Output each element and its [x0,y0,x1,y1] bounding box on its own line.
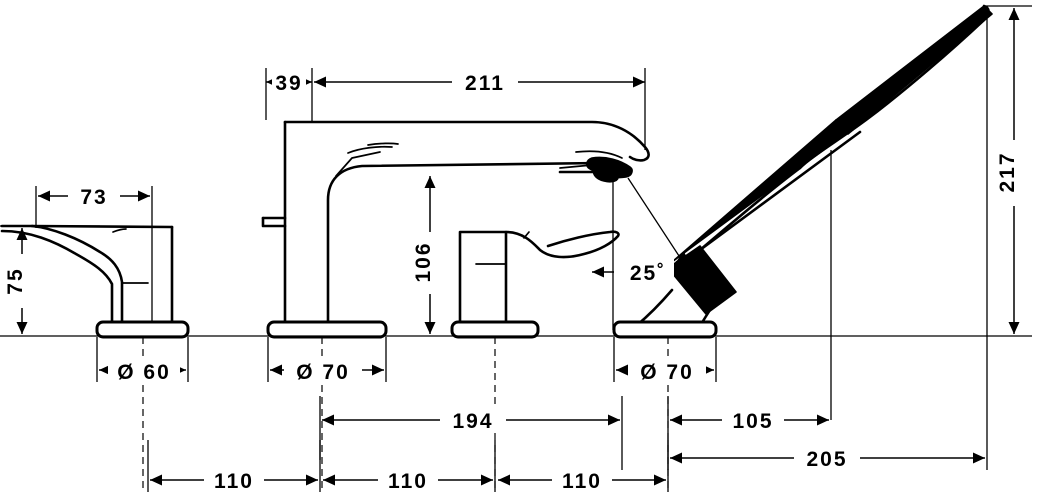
dimension-73: 73 [35,184,153,322]
lever-handle-profile [458,230,620,330]
escutcheon-spout [266,320,388,339]
dimension-194: 194 [319,396,623,470]
handshower-handle-shaft [671,119,849,263]
dimension-75: 75 [4,228,34,334]
dimension-dia-60: Ø 60 [96,337,189,384]
dimlabel-110-b: 110 [388,470,428,493]
dimension-217: 217 [996,8,1028,334]
dimlabel-106: 106 [412,241,435,282]
main-spout-side-tab-lower [261,216,287,228]
lever-handle-geometry [450,230,620,493]
main-spout-highlight-2 [367,142,399,146]
dimtext-211-bg [452,69,518,94]
dimtext-205-bg [794,445,860,470]
dimlabel-60: Ø 60 [117,361,171,384]
escutcheon-shower [612,320,718,339]
main-spout-outer-top [283,120,650,162]
main-spout-geometry [261,120,650,493]
dimtext-60-bg [108,356,180,382]
handshower-head-face [798,4,990,170]
dimlabel-211: 211 [465,72,505,95]
side-spout-highlight [112,228,127,233]
dimension-dia-70-center: Ø 70 [267,337,387,384]
dimlabel-25: 25˚ [630,262,666,285]
dimline-25-right-arrow [675,247,701,263]
main-spout-highlight [347,145,393,154]
dimension-chain-110: 110 110 110 [147,440,669,493]
dimlabel-73: 73 [80,186,107,209]
main-spout-crease [335,151,381,177]
dimlabel-105: 105 [732,410,773,433]
handshower-spray-nozzles [828,24,970,144]
escutcheon-left [95,320,190,339]
dimtext-39-bg [272,70,306,94]
handshower-geometry [612,4,993,493]
dimlabel-75: 75 [4,267,27,294]
outlet-upper-lip [575,150,623,159]
dimtext-110c-bg [552,467,612,492]
dimension-105: 105 [667,396,829,470]
dimension-106: 106 [412,176,444,334]
dimlabel-110-a: 110 [214,470,254,493]
dimtext-75-bg [8,254,34,308]
dimtext-73-bg [68,184,120,208]
handshower-coupling-nut [667,245,737,315]
dimension-205: 205 [670,445,985,471]
dimtext-110a-bg [204,467,264,492]
outlet-stem-upper [559,164,593,169]
dimension-dia-70-right: Ø 70 [613,337,717,384]
handshower-neck [698,166,802,252]
dimtext-70c-bg [284,356,362,382]
escutcheon-lever [450,320,540,339]
dimension-39: 39 [265,68,313,122]
dimension-angle-25: 25˚ [592,175,701,330]
dimtext-70r-bg [628,356,706,382]
dimlabel-205: 205 [806,448,847,471]
dimtext-110b-bg [378,467,438,492]
lever-handle-crease [523,231,530,239]
dimtext-25-bg [622,256,674,282]
dimension-211: 211 [314,68,646,150]
dimtext-194-bg [440,407,506,432]
dimlabel-70-right: Ø 70 [640,361,694,384]
dimlabel-110-c: 110 [562,470,602,493]
dimlabel-194: 194 [452,410,493,433]
dimlabel-70-center: Ø 70 [296,361,350,384]
dimtext-106-bg [416,232,444,294]
dimtext-217-bg [1000,140,1028,206]
dimtext-105-bg [722,407,784,432]
reference-lines [0,5,1032,470]
dimlabel-217: 217 [996,151,1019,192]
ext-25-angled [627,177,701,289]
outlet-nose [592,165,619,183]
main-spout-inner-profile [326,161,602,330]
handshower-handle-edge [698,130,862,252]
dimlabel-39: 39 [275,72,302,95]
side-spout-upper-profile [0,224,124,330]
